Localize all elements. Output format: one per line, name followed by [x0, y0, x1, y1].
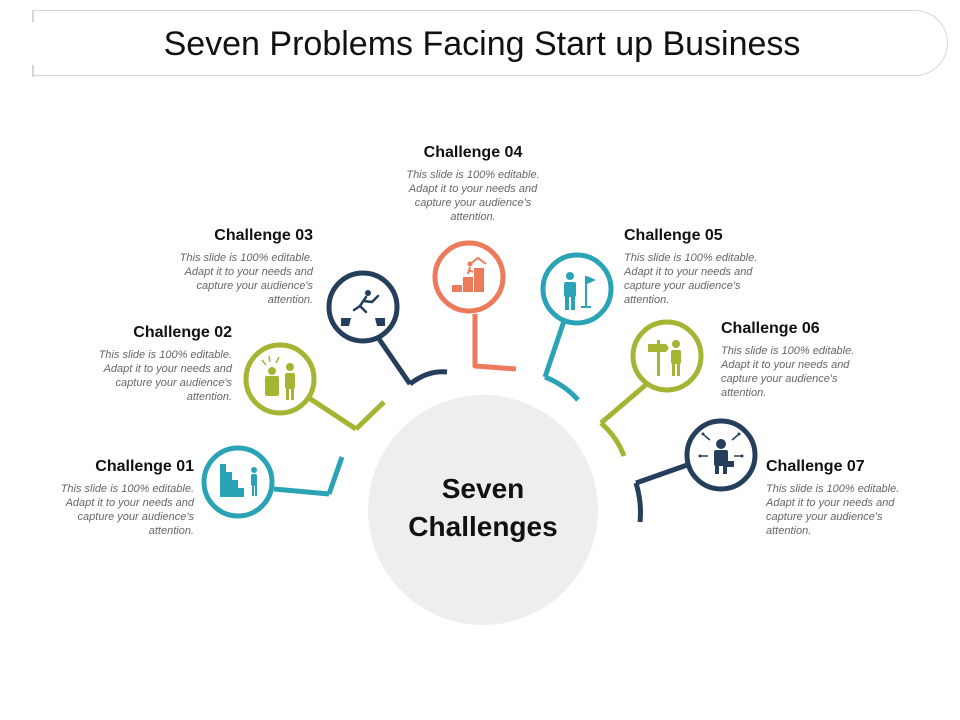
climbing-steps-icon — [452, 256, 487, 292]
businessman-options-icon — [698, 432, 744, 474]
leader-07 — [635, 461, 691, 486]
challenge-04-desc: This slide is 100% editable. Adapt it to… — [406, 169, 540, 223]
challenge-02-title: Challenge 02 — [133, 324, 232, 341]
challenge-04: Challenge 04 This slide is 100% editable… — [398, 144, 548, 224]
center-label: Seven Challenges — [370, 470, 596, 546]
title-bar: Seven Problems Facing Start up Business — [32, 9, 948, 77]
challenge-07-desc: This slide is 100% editable. Adapt it to… — [766, 483, 900, 537]
leader-01 — [273, 486, 330, 497]
challenge-06-desc: This slide is 100% editable. Adapt it to… — [721, 345, 855, 399]
challenge-07-title: Challenge 07 — [766, 458, 865, 475]
stressed-person-icon — [261, 355, 295, 400]
challenge-06: Challenge 06 This slide is 100% editable… — [721, 320, 871, 400]
arc-segment-01 — [326, 456, 345, 495]
challenge-01: Challenge 01 This slide is 100% editable… — [44, 458, 194, 538]
page-title: Seven Problems Facing Start up Business — [163, 25, 801, 63]
person-flag-icon — [564, 272, 596, 310]
challenge-07: Challenge 07 This slide is 100% editable… — [766, 458, 916, 538]
challenge-01-title: Challenge 01 — [95, 458, 194, 475]
ring-06 — [630, 319, 704, 393]
challenge-05-title: Challenge 05 — [624, 227, 723, 244]
leader-04 — [472, 314, 517, 372]
challenge-01-desc: This slide is 100% editable. Adapt it to… — [60, 483, 194, 537]
ring-05 — [540, 252, 614, 326]
leader-06 — [599, 381, 650, 425]
center-circle — [368, 395, 598, 625]
arc-segment-06 — [599, 421, 627, 457]
leader-02 — [304, 393, 358, 432]
challenge-05-desc: This slide is 100% editable. Adapt it to… — [624, 252, 758, 306]
jumping-gap-icon — [341, 290, 385, 326]
challenge-04-title: Challenge 04 — [423, 144, 523, 161]
ring-02 — [243, 342, 317, 416]
arc-segment-07 — [633, 482, 643, 523]
center-label-line2: Challenges — [408, 511, 558, 542]
ring-03 — [326, 270, 400, 344]
arc-segment-05 — [544, 374, 580, 402]
challenge-03-desc: This slide is 100% editable. Adapt it to… — [179, 252, 313, 306]
challenge-02: Challenge 02 This slide is 100% editable… — [82, 324, 232, 404]
challenge-03: Challenge 03 This slide is 100% editable… — [163, 227, 313, 307]
challenge-05: Challenge 05 This slide is 100% editable… — [624, 227, 774, 307]
leader-03 — [376, 337, 413, 386]
challenge-03-title: Challenge 03 — [214, 227, 313, 244]
arc-segment-02 — [354, 400, 386, 431]
signpost-person-icon — [648, 340, 681, 376]
leader-05 — [542, 317, 568, 378]
challenge-02-desc: This slide is 100% editable. Adapt it to… — [98, 349, 232, 403]
stairs-person-icon — [220, 464, 257, 497]
challenge-06-title: Challenge 06 — [721, 320, 820, 337]
arc-segment-03 — [408, 369, 448, 387]
center-label-line1: Seven — [441, 473, 525, 504]
